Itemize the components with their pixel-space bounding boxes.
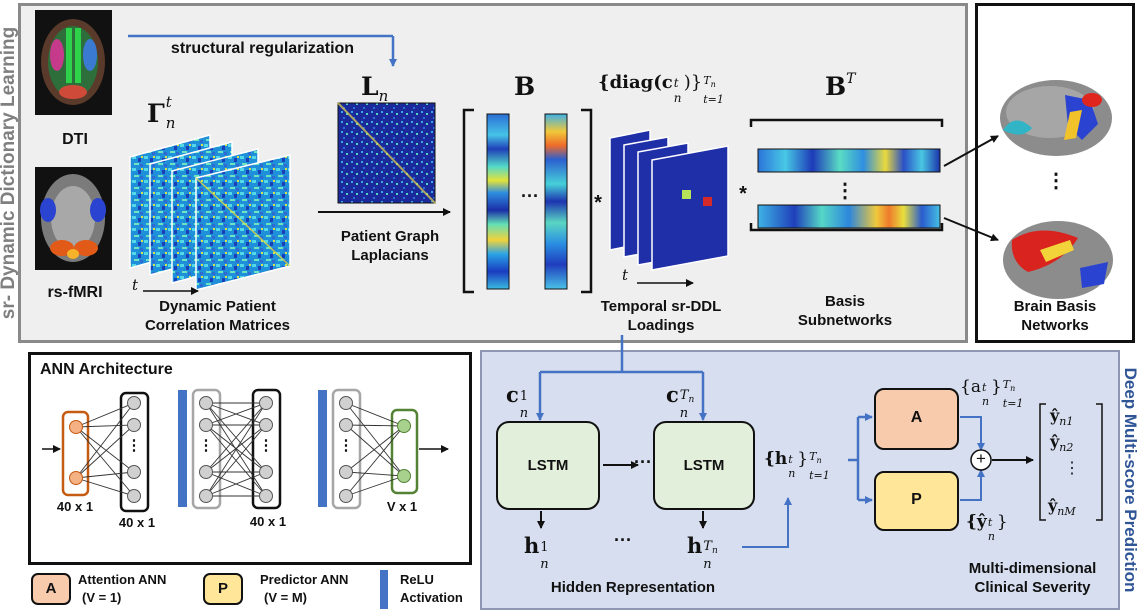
ann-dim-2: 40 x 1 <box>118 515 156 530</box>
dti-brain-image <box>35 10 112 115</box>
bt-symbol: BT <box>825 71 856 101</box>
brain-vdots: ⋮ <box>1046 170 1066 192</box>
legend-predictor-letter: P <box>217 580 228 597</box>
correlation-matrix-stack <box>129 134 291 291</box>
brain-network-top <box>1000 80 1112 156</box>
loadings-stack <box>609 129 729 271</box>
hidden-rep-label: Hidden Representation <box>550 579 716 596</box>
ann-dim-1: 40 x 1 <box>56 499 94 514</box>
b-matrix <box>462 108 593 294</box>
legend-attention-letter: A <box>45 580 57 597</box>
gamma-time-label: t <box>132 276 139 294</box>
b-symbol: B <box>514 72 536 101</box>
legend-predictor-box <box>203 573 243 605</box>
ann-vdots-2: ⋮ <box>198 437 214 454</box>
struct-reg-label: structural regularization <box>170 40 355 57</box>
bt-vdots: ⋮ <box>835 180 855 202</box>
star-2: * <box>739 183 747 205</box>
hidden-to-set-arrow <box>742 497 792 548</box>
plus-sign: + <box>976 449 986 468</box>
attention-box <box>874 388 959 450</box>
legend-relu-bar <box>380 570 388 609</box>
output-yM: ŷnM <box>1048 496 1076 518</box>
attention-letter: A <box>910 409 923 426</box>
ann-dim-3: 40 x 1 <box>249 514 287 529</box>
loadings-to-lstm-arrow <box>536 335 707 421</box>
plus-circle <box>970 449 992 471</box>
lstm-box-1 <box>496 421 600 510</box>
loadings-time-label: t <box>622 266 629 284</box>
legend-predictor-label: Predictor ANN(V = M) <box>260 572 349 605</box>
ann-vdots-3: ⋮ <box>258 437 274 454</box>
output-vdots: ⋮ <box>1064 458 1080 477</box>
output-y2: ŷn2 <box>1050 432 1074 454</box>
legend-attention-box <box>31 573 71 605</box>
h-mid-dots: ··· <box>614 530 632 550</box>
l-symbol: Ln <box>361 72 389 105</box>
star-1: * <box>594 192 602 214</box>
ann-title: ANN Architecture <box>40 361 173 378</box>
predictor-letter: P <box>911 491 922 508</box>
ann-vdots-4: ⋮ <box>338 437 354 454</box>
lstm-label-2: LSTM <box>683 457 725 474</box>
rsfmri-label: rs-fMRI <box>47 284 103 301</box>
ann-diagram <box>42 388 449 513</box>
b-dots: ··· <box>521 186 539 206</box>
ap-to-plus-arrows <box>960 416 985 501</box>
output-bracket-left <box>1039 403 1046 521</box>
rsfmri-brain-image <box>35 167 112 270</box>
fork-to-ap <box>848 413 873 504</box>
lstm-label-1: LSTM <box>527 457 569 474</box>
output-bracket-right <box>1096 403 1103 521</box>
lstm-mid-dots: ··· <box>634 452 652 472</box>
lstm-box-2 <box>653 421 755 510</box>
struct-reg-arrow <box>128 34 397 67</box>
ann-dim-4: V x 1 <box>386 499 418 514</box>
arrow-to-brain-top <box>943 135 999 167</box>
bt-matrix <box>749 118 944 232</box>
arrow-to-brain-bottom <box>943 217 999 242</box>
ann-vdots-1: ⋮ <box>126 437 142 454</box>
brain-network-bottom <box>1003 221 1113 299</box>
legend-attention-label: Attention ANN(V = 1) <box>78 572 167 605</box>
laplacian-matrix <box>337 102 436 204</box>
dti-label: DTI <box>62 131 88 148</box>
output-y1: ŷn1 <box>1050 406 1074 428</box>
predictor-box <box>874 471 959 531</box>
